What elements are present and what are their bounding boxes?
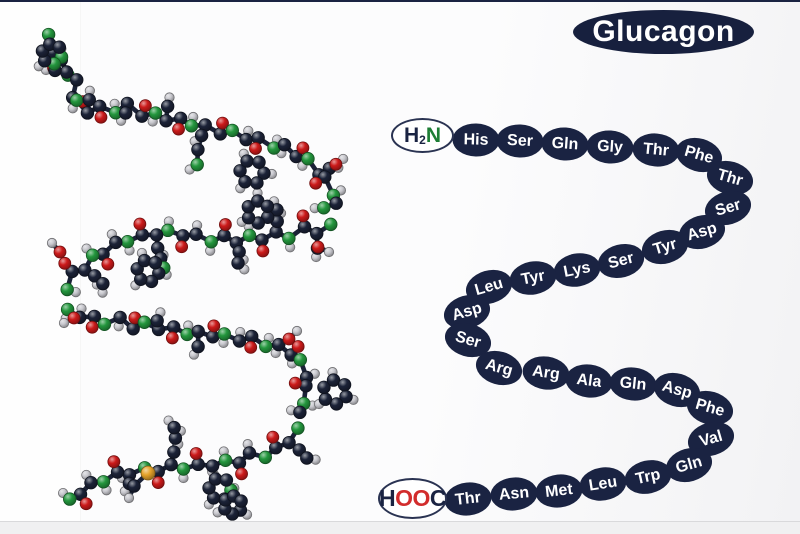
residue-oval: Thr — [631, 131, 681, 169]
residue-oval: Tyr — [506, 257, 560, 299]
amino-terminus-subscript: 2 — [419, 132, 426, 147]
residue-oval: Asn — [489, 475, 539, 513]
carboxyl-terminus-h: H — [378, 485, 396, 511]
molecule-3d-model — [33, 27, 359, 521]
residue-oval: Leu — [577, 464, 629, 504]
residue-oval: Gln — [607, 365, 659, 403]
residue-oval: Thr — [442, 480, 494, 518]
residue-oval: His — [452, 122, 500, 158]
title-badge: Glucagon — [573, 10, 754, 54]
carboxyl-terminus-c: C — [429, 485, 447, 511]
residue-oval: Gly — [585, 128, 635, 166]
residue-oval: Arg — [520, 353, 572, 393]
residue-oval: Ser — [594, 239, 648, 283]
carboxyl-terminus-oo: OO — [395, 485, 430, 511]
bottom-strip — [0, 521, 800, 534]
residue-oval: Lys — [550, 249, 604, 291]
title-text: Glucagon — [592, 15, 735, 48]
residue-oval: Met — [533, 471, 585, 511]
residue-oval: Ser — [495, 123, 545, 159]
residue-oval: Gln — [540, 125, 590, 163]
amino-terminus-h: H — [403, 123, 420, 147]
top-border-line — [0, 0, 800, 2]
amino-terminus-n: N — [425, 123, 442, 147]
residue-oval: Ala — [563, 361, 615, 401]
